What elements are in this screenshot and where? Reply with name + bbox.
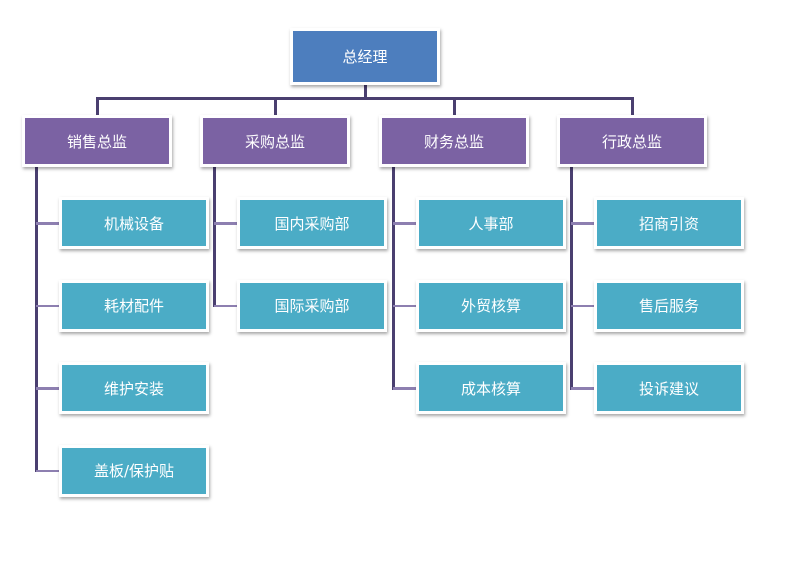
- director-box: 采购总监: [200, 115, 350, 167]
- department-box: 售后服务: [594, 279, 744, 332]
- connector-branch: [36, 304, 59, 307]
- connector-director-drop: [273, 98, 277, 115]
- connector-branch: [571, 387, 594, 390]
- department-box: 耗材配件: [59, 279, 209, 332]
- department-box: 投诉建议: [594, 362, 744, 414]
- department-box: 维护安装: [59, 362, 209, 414]
- connector-branch: [393, 304, 416, 307]
- connector-branch: [36, 222, 59, 225]
- connector-root-down: [363, 85, 367, 98]
- connector-spine: [212, 167, 216, 307]
- connector-director-drop: [95, 98, 99, 115]
- department-box: 国际采购部: [237, 279, 387, 332]
- connector-spine: [34, 167, 38, 472]
- connector-spine: [569, 167, 573, 390]
- department-box: 机械设备: [59, 197, 209, 249]
- director-box: 销售总监: [22, 115, 172, 167]
- connector-bus: [95, 96, 634, 100]
- connector-branch: [571, 304, 594, 307]
- connector-branch: [36, 387, 59, 390]
- connector-branch: [571, 222, 594, 225]
- connector-branch: [214, 304, 237, 307]
- department-box: 外贸核算: [416, 279, 566, 332]
- director-box: 行政总监: [557, 115, 707, 167]
- department-box: 成本核算: [416, 362, 566, 414]
- connector-director-drop: [452, 98, 456, 115]
- connector-branch: [393, 387, 416, 390]
- connector-branch: [36, 469, 59, 472]
- department-box: 国内采购部: [237, 197, 387, 249]
- connector-director-drop: [630, 98, 634, 115]
- director-box: 财务总监: [379, 115, 529, 167]
- connector-branch: [214, 222, 237, 225]
- department-box: 人事部: [416, 197, 566, 249]
- department-box: 招商引资: [594, 197, 744, 249]
- connector-spine: [391, 167, 395, 390]
- ceo-box: 总经理: [290, 28, 440, 85]
- department-box: 盖板/保护贴: [59, 444, 209, 497]
- connector-branch: [393, 222, 416, 225]
